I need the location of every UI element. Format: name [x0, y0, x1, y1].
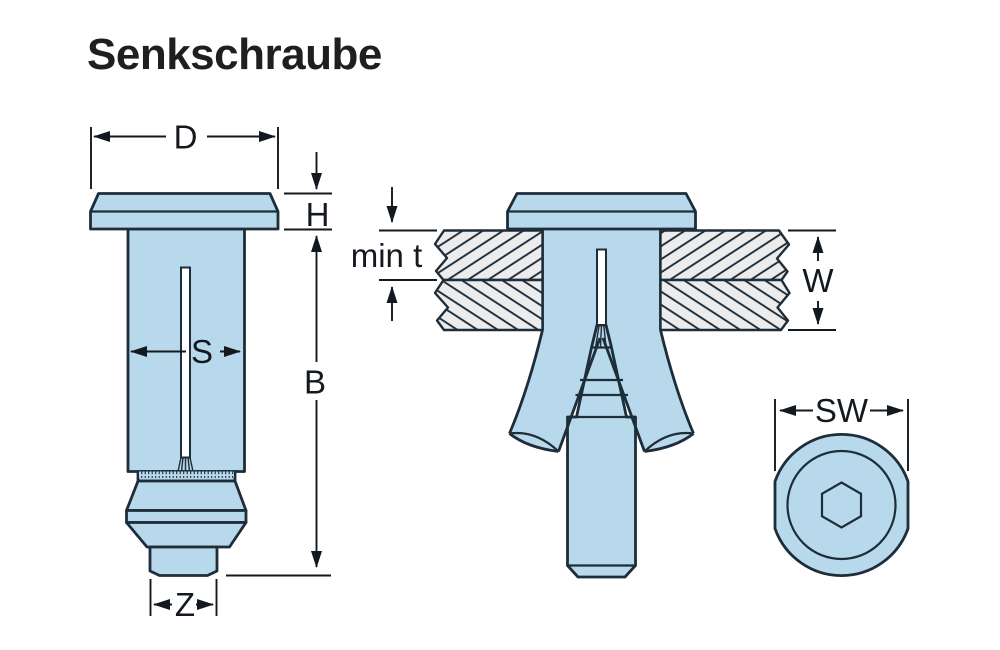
side-view-band: [125, 509, 248, 524]
installed-right-leg: [603, 330, 694, 452]
dimension-sw: SW: [774, 392, 909, 471]
dimension-z: Z: [149, 579, 218, 623]
socket-outer-shape: [773, 433, 910, 577]
right-leg-crescent: [643, 431, 694, 453]
dim-label-h: H: [306, 196, 330, 233]
side-view-upper-cone: [125, 479, 248, 512]
left-leg-inner-edge: [557, 337, 602, 452]
dim-label-s: S: [191, 333, 213, 370]
side-view-slot-fan: [177, 457, 194, 472]
socket-view: SW: [773, 392, 910, 577]
left-leg-outer-edge: [508, 329, 544, 435]
left-leg-bottom-arc: [508, 432, 559, 453]
installed-view: min t W: [351, 187, 836, 579]
installed-left-leg: [509, 330, 600, 452]
dimension-w: W: [788, 229, 836, 331]
page-title: Senkschraube: [87, 30, 382, 79]
installed-slot-fan: [590, 324, 613, 348]
dimension-d: D: [90, 119, 279, 189]
plate-top-left: [433, 229, 544, 282]
dim-label-z: Z: [175, 586, 195, 623]
right-leg-outer-edge: [659, 329, 695, 435]
plate-bottom-right: [659, 278, 791, 332]
dimension-h: H: [284, 152, 332, 233]
side-view-tip: [148, 545, 219, 577]
dimension-min-t: min t: [351, 187, 437, 321]
socket-inner-circle: [786, 449, 897, 561]
side-view-lower-cone: [125, 521, 248, 549]
right-leg-bottom-arc: [644, 432, 695, 453]
dimension-b: B: [226, 235, 331, 577]
dim-label-b: B: [304, 364, 326, 401]
dimension-s: S: [130, 333, 241, 370]
dim-label-sw: SW: [815, 392, 869, 429]
installed-slot: [596, 248, 607, 326]
plate-top-right: [659, 229, 791, 282]
plate-bottom-left: [433, 278, 544, 332]
left-leg-crescent: [509, 431, 560, 453]
side-view: D H S B: [89, 119, 332, 623]
side-view-knurl-ticks: [139, 471, 234, 478]
dim-label-d: D: [174, 119, 198, 156]
hex-socket: [820, 481, 863, 529]
side-view-slot: [180, 266, 191, 459]
dim-label-min-t: min t: [351, 237, 423, 274]
right-leg-inner-edge: [601, 337, 646, 452]
dim-label-w: W: [802, 262, 834, 299]
